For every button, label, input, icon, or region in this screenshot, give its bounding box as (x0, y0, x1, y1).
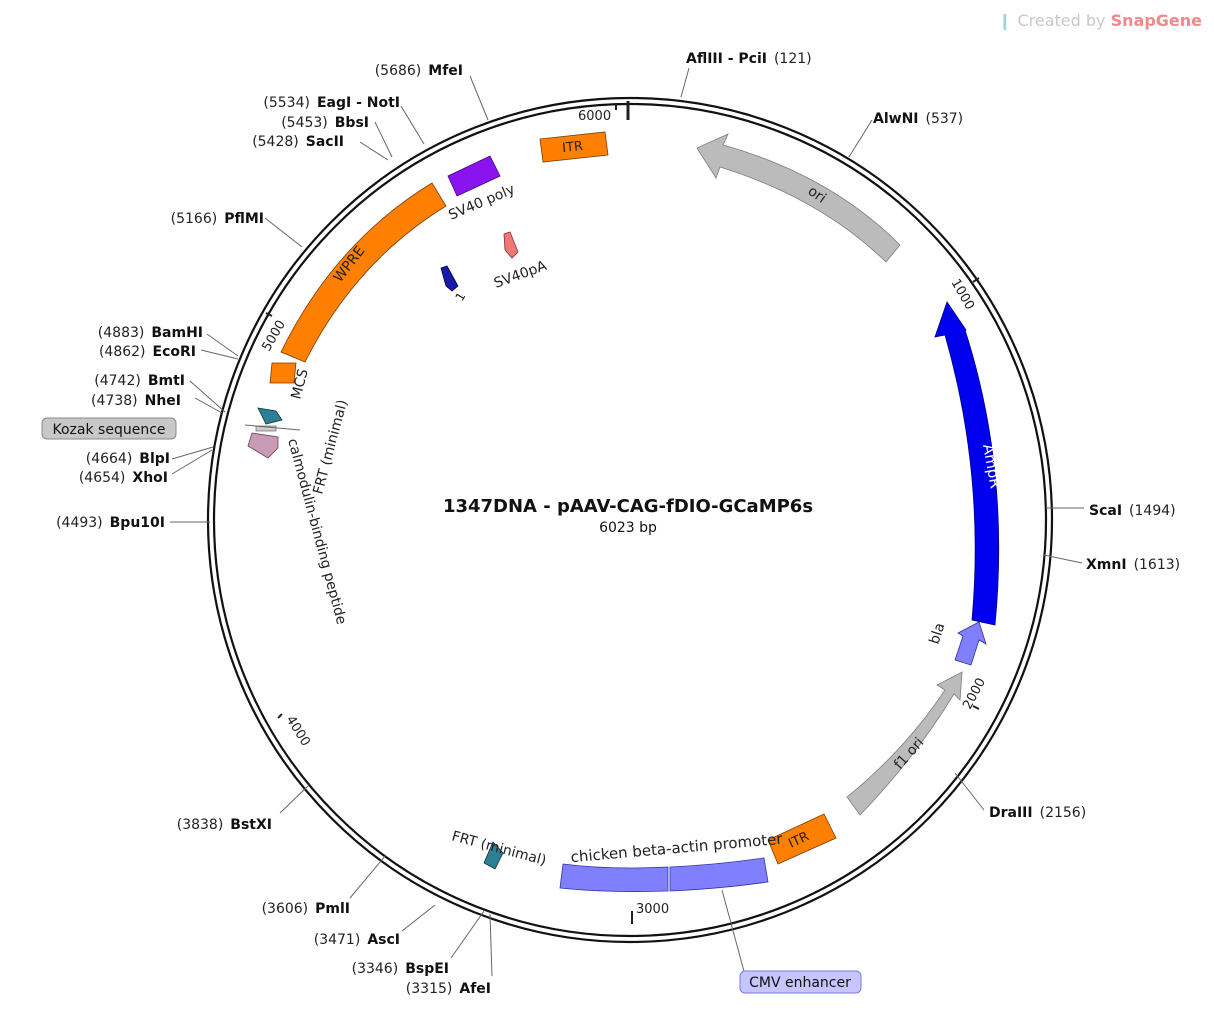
svg-text:CMV enhancer: CMV enhancer (749, 975, 851, 991)
feature-itr-top-label: ITR (562, 139, 584, 156)
site-afeI[interactable]: (3315)AfeI (406, 981, 491, 997)
snapgene-logo-icon: ❙ (998, 11, 1012, 30)
plasmid-length: 6023 bp (599, 520, 657, 536)
site-ascI[interactable]: (3471)AscI (314, 932, 400, 948)
svg-text:4000: 4000 (283, 713, 313, 749)
svg-text:ScaI(1494): ScaI(1494) (1089, 503, 1176, 519)
site-aflIII-pciI[interactable]: AflIII - PciI(121) (686, 51, 812, 67)
feature-bla[interactable] (954, 621, 987, 666)
site-draIII[interactable]: DraIII(2156) (989, 805, 1086, 821)
svg-text:(4493)Bpu10I: (4493)Bpu10I (56, 515, 165, 531)
feature-ampr[interactable] (934, 301, 1000, 626)
svg-text:(4654)XhoI: (4654)XhoI (79, 470, 168, 486)
feature-frt-left-bar (255, 425, 277, 432)
svg-text:Kozak sequence: Kozak sequence (53, 422, 166, 438)
svg-text:(3315)AfeI: (3315)AfeI (406, 981, 491, 997)
feature-mcs-label: MCS (288, 367, 311, 401)
feature-itr-top[interactable] (539, 131, 609, 163)
svg-text:DraIII(2156): DraIII(2156) (989, 805, 1086, 821)
feature-one-label: 1 (452, 290, 468, 304)
feature-wpre[interactable] (280, 182, 447, 363)
feature-one[interactable] (440, 265, 459, 292)
site-nheI[interactable]: (4738)NheI (91, 393, 181, 409)
site-bmtI[interactable]: (4742)BmtI (94, 373, 185, 389)
svg-text:AlwNI(537): AlwNI(537) (873, 111, 963, 127)
svg-text:(5453)BbsI: (5453)BbsI (281, 115, 369, 131)
site-xhoI[interactable]: (4654)XhoI (79, 470, 168, 486)
feature-sv40pa-label: SV40pA (492, 258, 549, 292)
svg-text:6000: 6000 (578, 109, 611, 124)
tick-6000: 6000 (578, 103, 617, 124)
svg-text:(5686)MfeI: (5686)MfeI (375, 63, 463, 79)
site-pmlI[interactable]: (3606)PmlI (262, 901, 350, 917)
feature-sv40pa[interactable] (503, 231, 519, 259)
site-bpu10I[interactable]: (4493)Bpu10I (56, 515, 165, 531)
site-leaders (170, 67, 1084, 977)
svg-text:2000: 2000 (960, 676, 989, 712)
feature-f1-ori[interactable] (846, 671, 963, 816)
site-scaI[interactable]: ScaI(1494) (1089, 503, 1176, 519)
tick-1000: 1000 (948, 277, 980, 313)
feature-cmv-enhancer[interactable] (559, 863, 669, 892)
svg-text:(3838)BstXI: (3838)BstXI (177, 817, 272, 833)
watermark-prefix: Created by (1017, 11, 1106, 30)
svg-text:AflIII - PciI(121): AflIII - PciI(121) (686, 51, 812, 67)
svg-text:(5428)SacII: (5428)SacII (252, 134, 344, 150)
svg-text:(5166)PflMI: (5166)PflMI (171, 211, 264, 227)
svg-text:(4862)EcoRI: (4862)EcoRI (99, 344, 196, 360)
backbone-inner-ring (212, 102, 1048, 938)
svg-text:1000: 1000 (948, 277, 978, 313)
feature-chicken-beta-actin-promoter[interactable] (669, 857, 769, 892)
svg-text:(3606)PmlI: (3606)PmlI (262, 901, 350, 917)
feature-ori[interactable] (696, 133, 901, 263)
plasmid-title: 1347DNA - pAAV-CAG-fDIO-GCaMP6s (443, 496, 813, 517)
svg-text:(4738)NheI: (4738)NheI (91, 393, 181, 409)
svg-text:XmnI(1613): XmnI(1613) (1086, 557, 1180, 573)
watermark: ❙ Created by SnapGene (998, 11, 1202, 30)
svg-text:(4664)BlpI: (4664)BlpI (86, 451, 170, 467)
watermark-brand: SnapGene (1110, 11, 1202, 30)
site-alwnI[interactable]: AlwNI(537) (873, 111, 963, 127)
callout-kozak-sequence[interactable]: Kozak sequence (41, 417, 177, 440)
site-bstXI[interactable]: (3838)BstXI (177, 817, 272, 833)
feature-itr-bottom[interactable] (767, 813, 837, 865)
callout-cmv-enhancer[interactable]: CMV enhancer (739, 970, 862, 994)
site-blpI[interactable]: (4664)BlpI (86, 451, 170, 467)
feature-frt-left-label: FRT (minimal) (310, 398, 351, 496)
tick-2000: 2000 (960, 676, 989, 712)
feature-bla-label: bla (927, 621, 949, 646)
svg-text:(3471)AscI: (3471)AscI (314, 932, 400, 948)
tick-3000: 3000 (631, 902, 669, 924)
site-pflMI[interactable]: (5166)PflMI (171, 211, 264, 227)
backbone-outer-ring (206, 96, 1054, 944)
feature-calmodulin-binding-peptide[interactable] (247, 432, 279, 459)
feature-frt-bottom[interactable] (483, 841, 504, 870)
site-bamHI[interactable]: (4883)BamHI (98, 325, 203, 341)
feature-frt-bottom-label: FRT (minimal) (450, 828, 548, 869)
svg-text:(3346)BspEI: (3346)BspEI (352, 961, 449, 977)
site-bbsI[interactable]: (5453)BbsI (281, 115, 369, 131)
svg-text:3000: 3000 (636, 902, 669, 917)
feature-mcs[interactable] (269, 362, 297, 384)
site-xmnI[interactable]: XmnI(1613) (1086, 557, 1180, 573)
feature-sv40-poly[interactable] (447, 155, 501, 197)
site-eagI-notI[interactable]: (5534)EagI - NotI (263, 95, 400, 111)
svg-text:(5534)EagI - NotI: (5534)EagI - NotI (263, 95, 400, 111)
feature-frt-left[interactable] (257, 407, 283, 425)
svg-text:(4742)BmtI: (4742)BmtI (94, 373, 185, 389)
site-bspEI[interactable]: (3346)BspEI (352, 961, 449, 977)
tick-4000: 4000 (277, 713, 313, 749)
site-sacII[interactable]: (5428)SacII (252, 134, 344, 150)
site-mfeI[interactable]: (5686)MfeI (375, 63, 463, 79)
site-ecoRI[interactable]: (4862)EcoRI (99, 344, 196, 360)
svg-text:(4883)BamHI: (4883)BamHI (98, 325, 203, 341)
